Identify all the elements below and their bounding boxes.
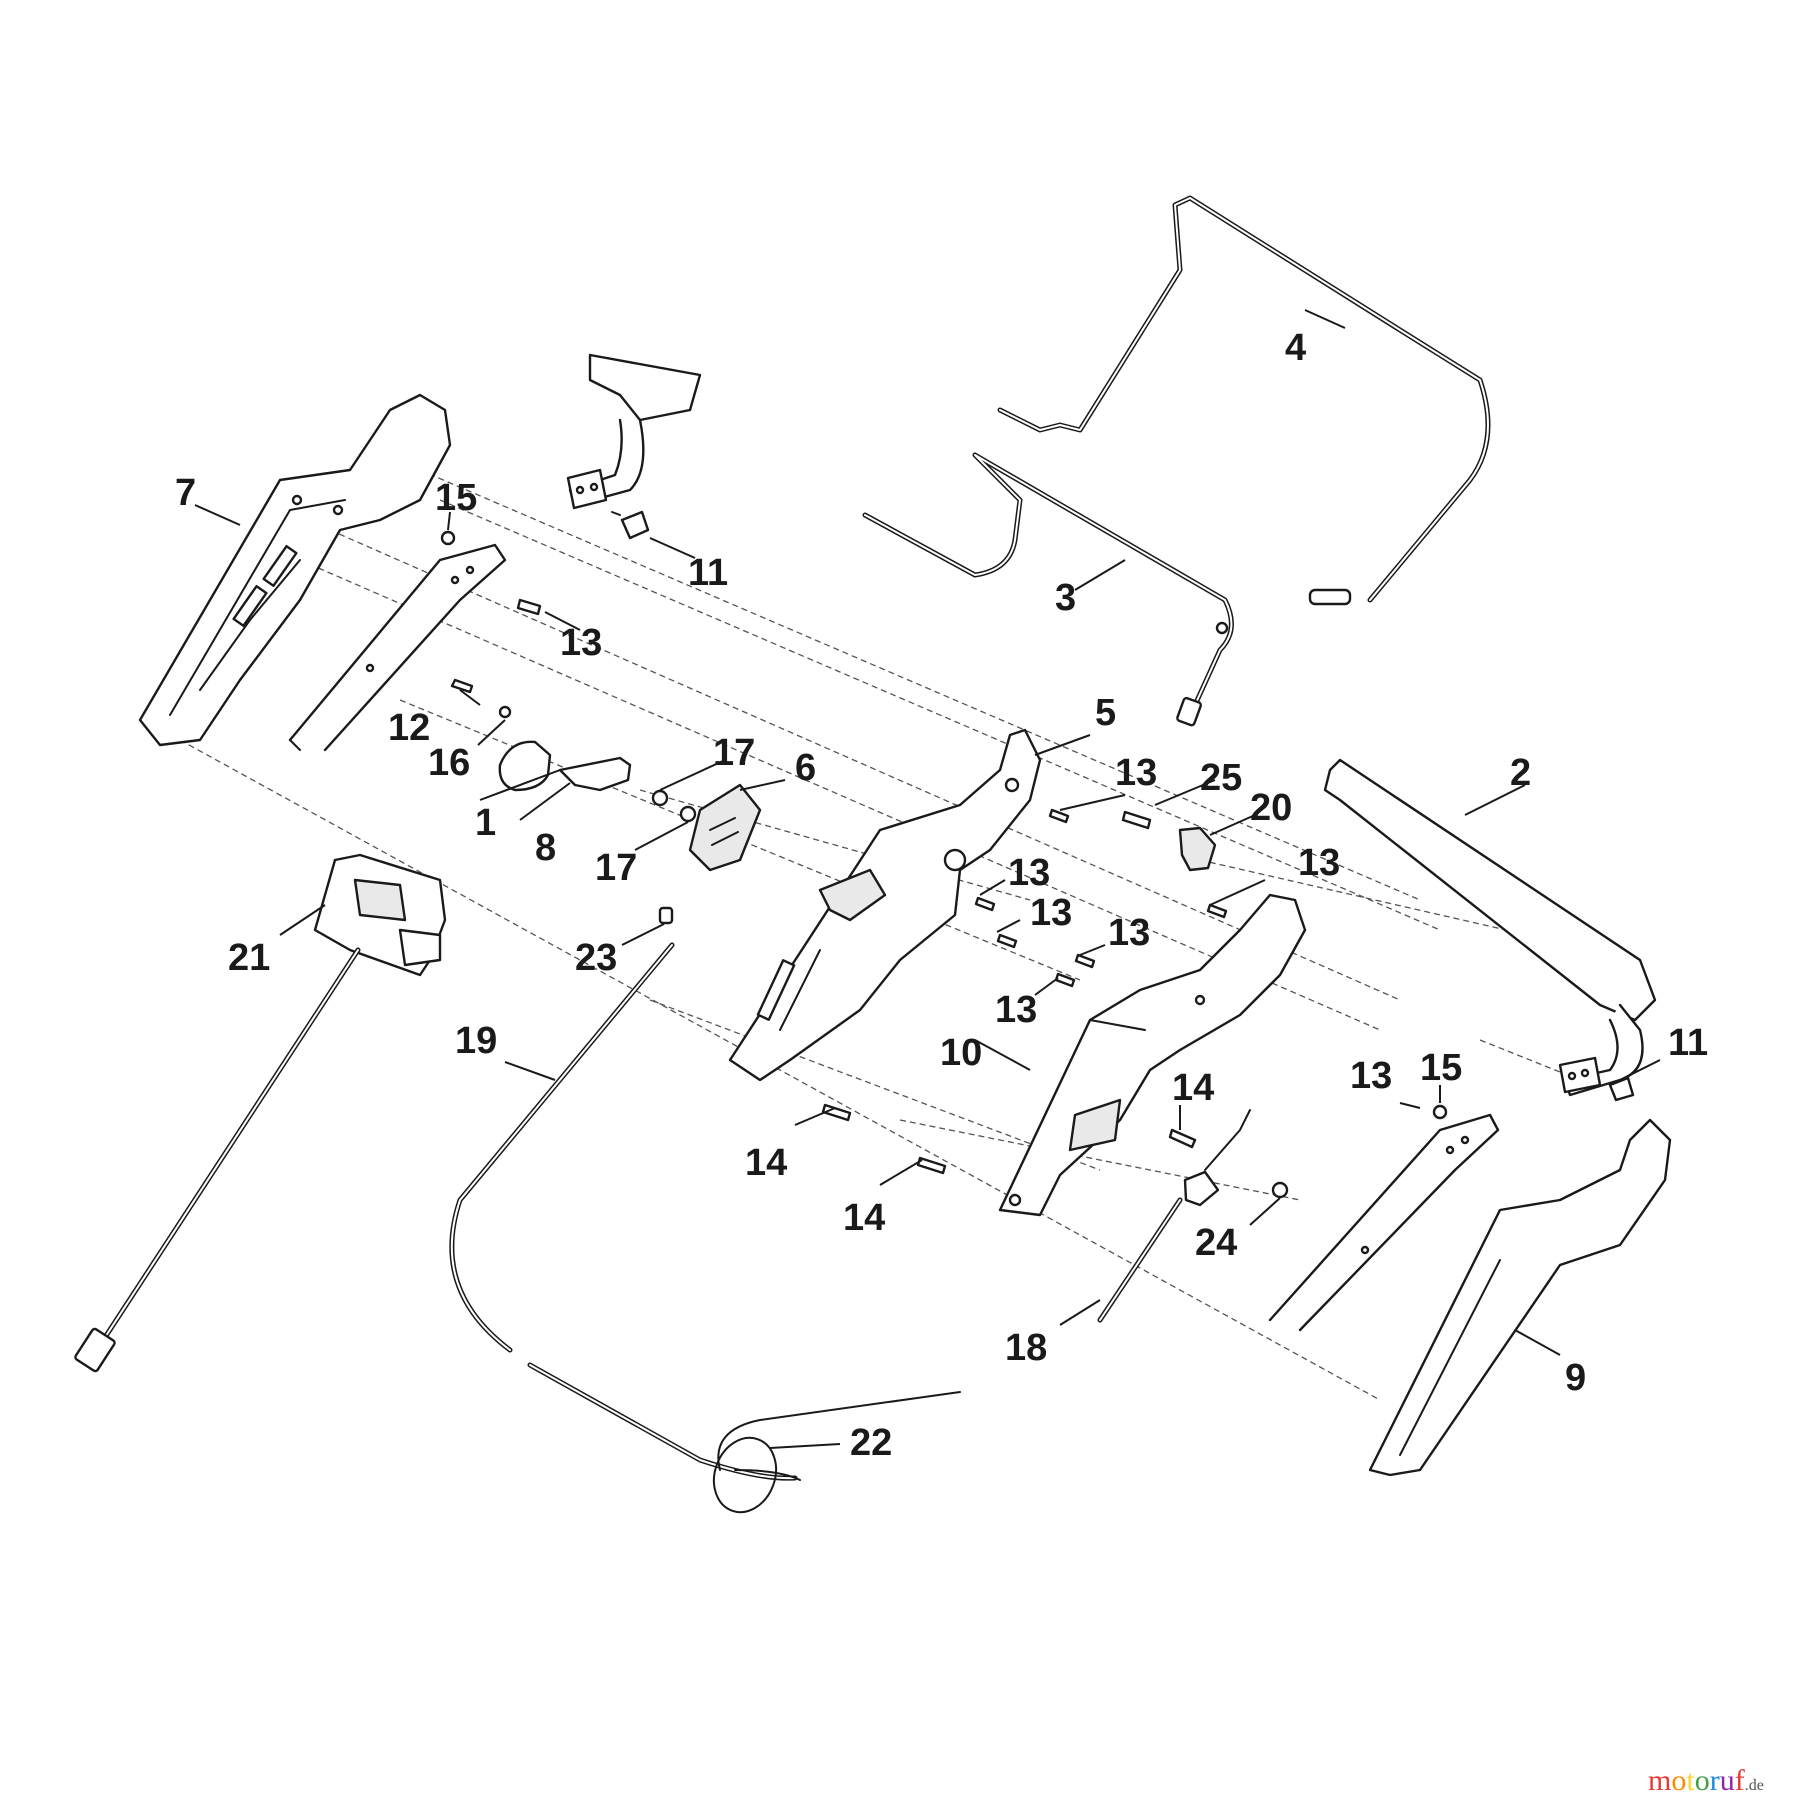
callout-14-b: 14 <box>843 1197 885 1239</box>
callout-11-right: 11 <box>1668 1022 1708 1064</box>
callout-20: 20 <box>1250 787 1292 829</box>
bracket-20 <box>1178 826 1217 872</box>
ferrule-23 <box>658 906 674 925</box>
plug-11-right <box>1608 1076 1635 1102</box>
right-handle-tube <box>1268 1113 1500 1332</box>
callout-13-left: 13 <box>560 622 602 664</box>
watermark-brand: motoruf <box>1648 1764 1745 1797</box>
callout-12: 12 <box>388 707 430 749</box>
cable-19 <box>449 942 798 1481</box>
screw-14-c <box>1168 1128 1197 1149</box>
screw-14-a <box>821 1103 852 1122</box>
watermark-letter: t <box>1686 1764 1695 1797</box>
callout-labels: 7 15 11 13 4 3 5 13 25 20 2 12 16 17 6 1… <box>175 327 1708 1464</box>
washer-16 <box>498 705 512 719</box>
callout-17-upper: 17 <box>713 732 755 774</box>
watermark-letter: f <box>1735 1764 1745 1797</box>
callout-15-left: 15 <box>435 477 477 519</box>
right-inner-housing-10 <box>998 893 1307 1217</box>
bail-wire <box>997 195 1491 606</box>
washer-17-lower <box>679 805 697 823</box>
callout-9: 9 <box>1565 1357 1586 1399</box>
switch-box-21 <box>74 853 447 1373</box>
callout-18: 18 <box>1005 1327 1047 1369</box>
callout-13-c: 13 <box>1008 852 1050 894</box>
callout-leaders <box>194 309 1661 1449</box>
callout-14-c: 14 <box>1172 1067 1214 1109</box>
watermark-letter: r <box>1710 1764 1720 1797</box>
center-housing-5 <box>728 728 1042 1082</box>
screw-13-left <box>516 598 542 616</box>
left-handle-tube <box>288 543 507 752</box>
callout-5: 5 <box>1095 692 1116 734</box>
callout-22: 22 <box>850 1422 892 1464</box>
switch-block-6 <box>688 783 762 872</box>
screw-13-d <box>1074 953 1096 969</box>
screw-12 <box>450 678 474 694</box>
drive-bail <box>862 452 1234 727</box>
callout-23: 23 <box>575 937 617 979</box>
right-handle-cover-9 <box>1368 1118 1672 1477</box>
callout-13-f: 13 <box>1108 912 1150 954</box>
callout-15-right: 15 <box>1420 1047 1462 1089</box>
screw-13-f <box>1206 903 1228 919</box>
watermark-letter: m <box>1648 1764 1671 1797</box>
callout-2: 2 <box>1510 752 1531 794</box>
nut-15-right <box>1432 1104 1448 1120</box>
watermark-letter: o <box>1671 1764 1686 1797</box>
cable-18 <box>1097 1109 1251 1323</box>
plug-11-left <box>611 510 650 540</box>
callout-17-lower: 17 <box>595 847 637 889</box>
watermark-tld: .de <box>1745 1777 1764 1794</box>
nut-15-left <box>440 530 456 546</box>
callout-13-e: 13 <box>1298 842 1340 884</box>
callout-16: 16 <box>428 742 470 784</box>
screw-13-b <box>974 896 996 912</box>
lever-8 <box>558 756 632 792</box>
right-grip-tube-2 <box>1323 758 1657 1097</box>
screw-13-a <box>1048 808 1070 824</box>
cable-clip-22 <box>712 1391 961 1514</box>
callout-7: 7 <box>175 472 196 514</box>
callout-3: 3 <box>1055 577 1076 619</box>
screw-13-c <box>996 933 1018 949</box>
callout-11-left: 11 <box>688 552 728 594</box>
watermark-letter: o <box>1695 1764 1710 1797</box>
callout-14-a: 14 <box>745 1142 787 1184</box>
callout-13-h: 13 <box>1350 1055 1392 1097</box>
callout-10: 10 <box>940 1032 982 1074</box>
callout-13-g: 13 <box>995 989 1037 1031</box>
alignment-lines <box>179 469 1581 1401</box>
washer-17-upper <box>651 789 669 807</box>
screw-25 <box>1121 810 1152 830</box>
motoruf-watermark: motoruf.de <box>1648 1764 1764 1797</box>
callout-19: 19 <box>455 1020 497 1062</box>
callout-8: 8 <box>535 827 556 869</box>
callout-13-b: 13 <box>1115 752 1157 794</box>
callout-6: 6 <box>795 747 816 789</box>
callout-24: 24 <box>1195 1222 1237 1264</box>
nut-24 <box>1271 1181 1289 1199</box>
svg-text:motoruf.de: motoruf.de <box>1648 1764 1764 1797</box>
left-handle-cover <box>138 393 452 747</box>
watermark-letter: u <box>1720 1764 1735 1797</box>
upper-left-tube <box>566 353 702 510</box>
callout-4: 4 <box>1285 327 1306 369</box>
callout-25: 25 <box>1200 757 1242 799</box>
callout-13-d: 13 <box>1030 892 1072 934</box>
callout-1: 1 <box>475 802 496 844</box>
callout-21: 21 <box>228 937 270 979</box>
